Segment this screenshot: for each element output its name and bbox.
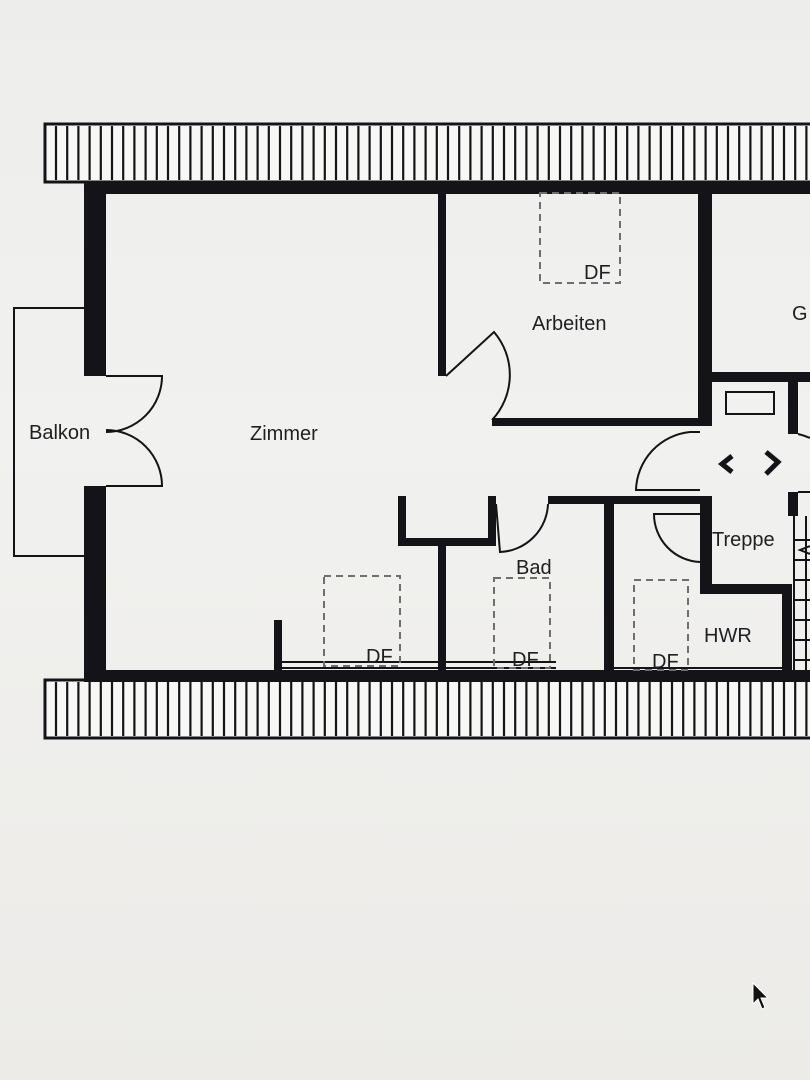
room-label-arbeiten: Arbeiten <box>532 313 607 335</box>
skylight: DF <box>539 192 621 284</box>
skylight: DF <box>323 575 401 668</box>
balcony-outline <box>13 307 84 557</box>
interior-walls <box>274 190 810 676</box>
cabinet <box>725 391 775 415</box>
roof-tile-band-icon <box>43 678 810 740</box>
roof-tile-band-icon <box>43 122 810 184</box>
window-sills <box>282 661 782 674</box>
right-door <box>797 433 810 493</box>
skylight-label: DF <box>652 651 679 673</box>
treppe-door <box>652 513 701 563</box>
exterior-walls <box>84 182 810 682</box>
skylight: DF <box>633 579 689 673</box>
skylight-label: DF <box>366 646 393 668</box>
skylight-label: DF <box>512 649 539 671</box>
arbeiten-door <box>445 330 511 421</box>
balcony-double-door <box>105 375 164 487</box>
room-label-treppe: Treppe <box>712 529 775 551</box>
staircase <box>793 516 810 676</box>
hall-door <box>634 431 700 491</box>
stair-arrow-icon <box>717 450 782 476</box>
room-label-bad: Bad <box>516 557 552 579</box>
bad-door <box>495 503 549 554</box>
room-label-balkon: Balkon <box>29 422 90 444</box>
room-label-cut-off: G <box>792 303 808 325</box>
mouse-pointer-icon <box>752 982 770 1010</box>
skylight-label: DF <box>584 262 611 284</box>
skylight: DF <box>493 577 551 671</box>
room-label-zimmer: Zimmer <box>250 423 318 445</box>
room-label-hwr: HWR <box>704 625 752 647</box>
